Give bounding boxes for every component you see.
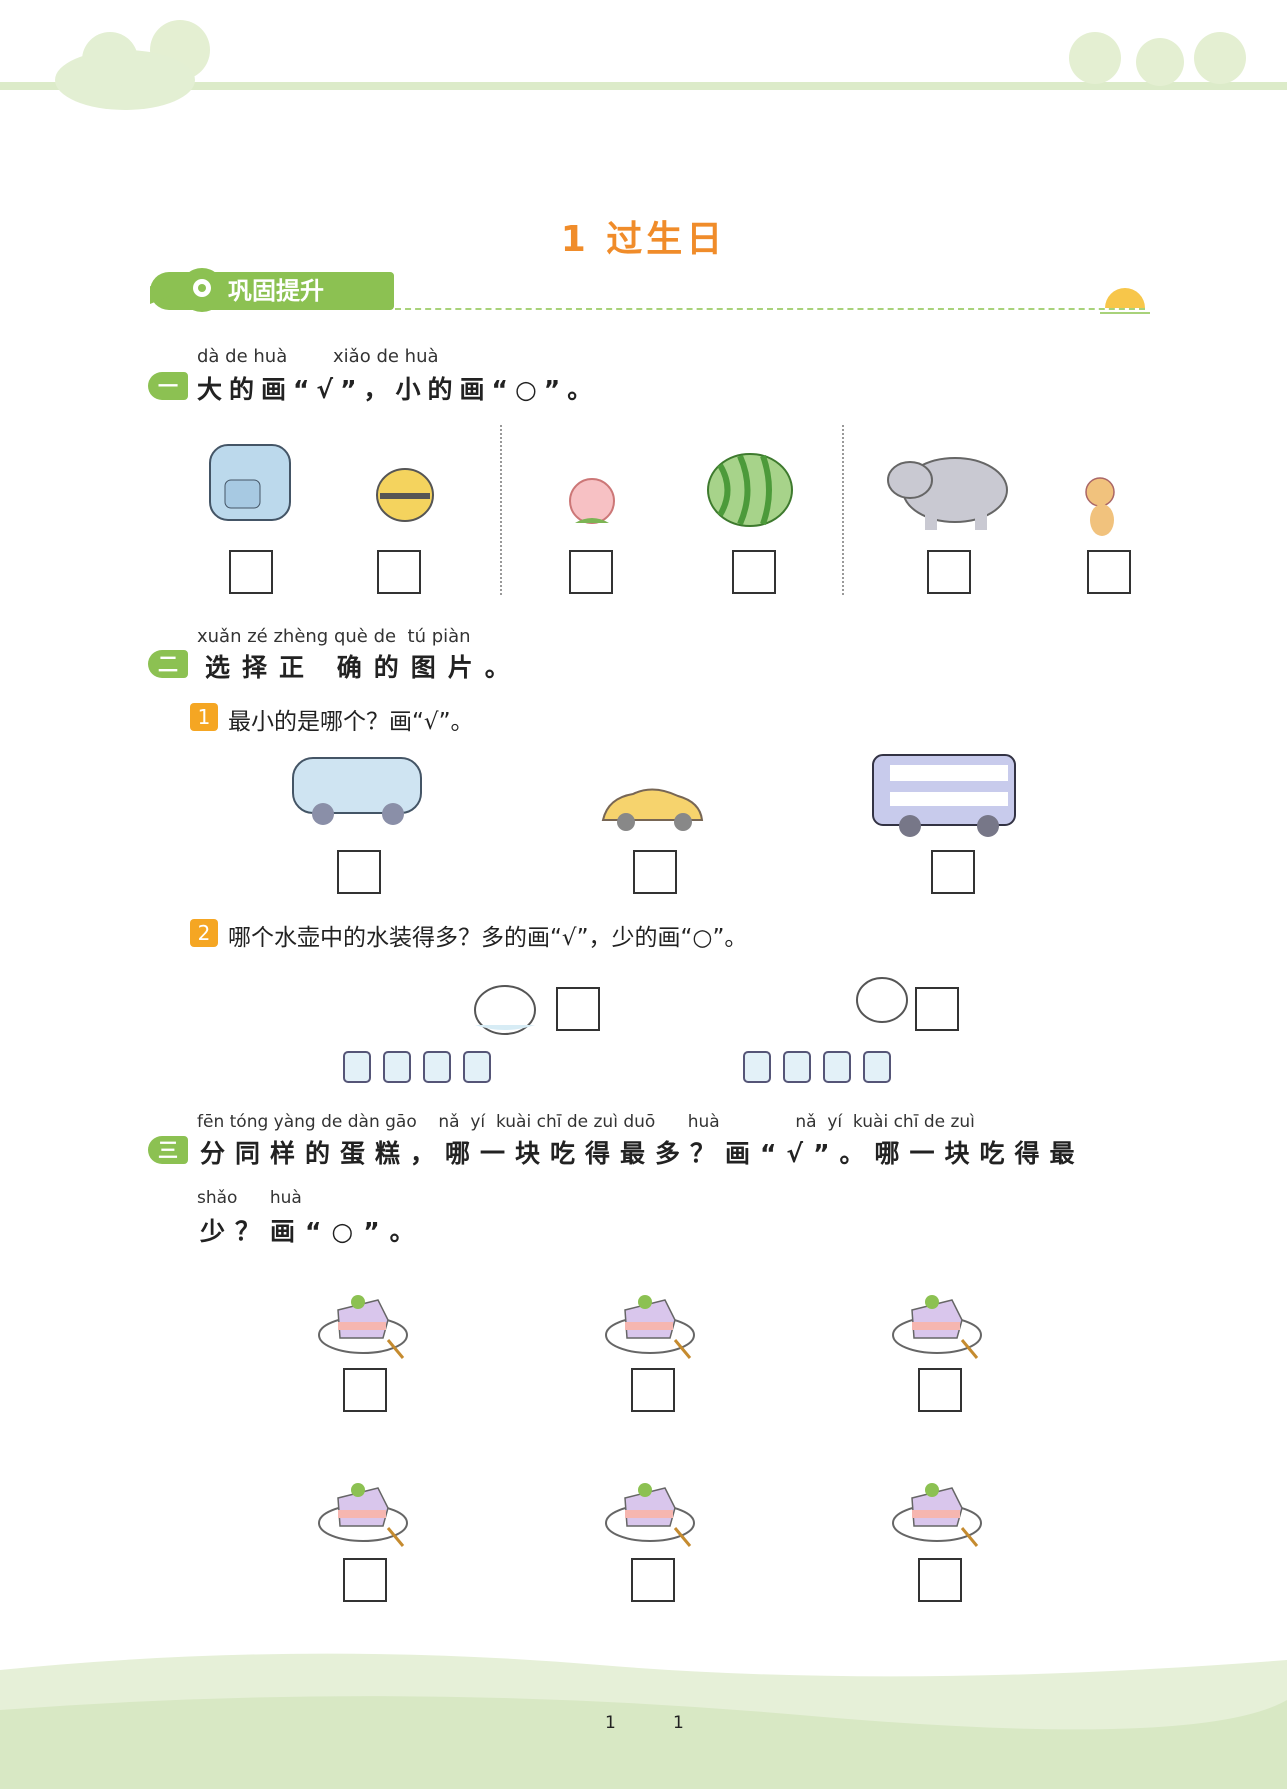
header-band bbox=[0, 82, 1287, 90]
whale-icon bbox=[150, 268, 220, 312]
double-decker-bus-image bbox=[872, 754, 1016, 837]
page-number-left: 1 bbox=[605, 1713, 616, 1733]
answer-box[interactable] bbox=[633, 850, 677, 894]
answer-box[interactable] bbox=[229, 550, 273, 594]
question2-text: 哪个水壶中的水装得多？多的画“√”，少的画“○”。 bbox=[228, 925, 748, 951]
dotted-divider bbox=[842, 425, 844, 595]
question1-number: 1 bbox=[190, 703, 218, 731]
divider bbox=[395, 308, 1145, 310]
answer-box[interactable] bbox=[556, 987, 600, 1031]
answer-box[interactable] bbox=[337, 850, 381, 894]
cake-slice-image bbox=[892, 1481, 983, 1548]
section1-number: 一 bbox=[148, 372, 188, 400]
question2-number: 2 bbox=[190, 919, 218, 947]
section2-pinyin: xuǎn zé zhèng què de tú piàn bbox=[197, 626, 471, 647]
answer-box[interactable] bbox=[343, 1368, 387, 1412]
cake-slice-image bbox=[605, 1293, 696, 1360]
cake-slice-image bbox=[892, 1293, 983, 1360]
answer-box[interactable] bbox=[343, 1558, 387, 1602]
answer-box[interactable] bbox=[631, 1558, 675, 1602]
answer-box[interactable] bbox=[631, 1368, 675, 1412]
answer-box[interactable] bbox=[569, 550, 613, 594]
peach-image bbox=[569, 478, 615, 524]
backpack-large-image bbox=[209, 444, 291, 521]
answer-box[interactable] bbox=[377, 550, 421, 594]
section1-pinyin: dà de huà xiǎo de huà bbox=[197, 346, 439, 367]
section3-pinyin-line2: shǎo huà bbox=[197, 1188, 302, 1208]
section2-number: 二 bbox=[148, 650, 188, 678]
answer-box[interactable] bbox=[732, 550, 776, 594]
section2-instruction: 选择正 确的图片。 bbox=[205, 653, 522, 682]
cups-image bbox=[343, 1051, 491, 1083]
answer-box[interactable] bbox=[1087, 550, 1131, 594]
answer-box[interactable] bbox=[918, 1558, 962, 1602]
section3-pinyin-line1: fēn tóng yàng de dàn gāo nǎ yí kuài chī … bbox=[197, 1112, 975, 1132]
section1-instruction: 大的画“√”，小的画“○”。 bbox=[197, 375, 600, 404]
pitcher-pouring-image bbox=[856, 977, 908, 1023]
cloud-sun-decoration bbox=[55, 20, 210, 110]
question1-text: 最小的是哪个？画“√”。 bbox=[228, 709, 474, 735]
cake-slice-image bbox=[318, 1293, 409, 1360]
page-title: 1 过生日 bbox=[560, 219, 727, 260]
pitcher-image bbox=[474, 985, 536, 1035]
animal-faces-decoration bbox=[1069, 32, 1246, 86]
watermelon-image bbox=[707, 453, 793, 527]
bee-backpack-small-image bbox=[376, 468, 434, 522]
monkey-image bbox=[1085, 477, 1115, 536]
section3-instruction-line1: 分同样的蛋糕，哪一块吃得最多？画“√”。哪一块吃得最 bbox=[200, 1139, 1085, 1168]
sunset-icon bbox=[1100, 288, 1150, 314]
minibus-image bbox=[292, 757, 422, 825]
hippo-image bbox=[887, 457, 1008, 530]
answer-box[interactable] bbox=[918, 1368, 962, 1412]
page-number-right: 1 bbox=[673, 1713, 684, 1733]
car-image bbox=[601, 788, 704, 831]
cake-slice-image bbox=[605, 1481, 696, 1548]
cake-slice-image bbox=[318, 1481, 409, 1548]
cups-image bbox=[743, 1051, 891, 1083]
answer-box[interactable] bbox=[915, 987, 959, 1031]
answer-box[interactable] bbox=[927, 550, 971, 594]
section3-instruction-line2: 少？画“○”。 bbox=[200, 1217, 425, 1246]
answer-box[interactable] bbox=[931, 850, 975, 894]
hills-decoration bbox=[0, 1653, 1287, 1789]
section3-number: 三 bbox=[148, 1136, 188, 1164]
dotted-divider bbox=[500, 425, 502, 595]
